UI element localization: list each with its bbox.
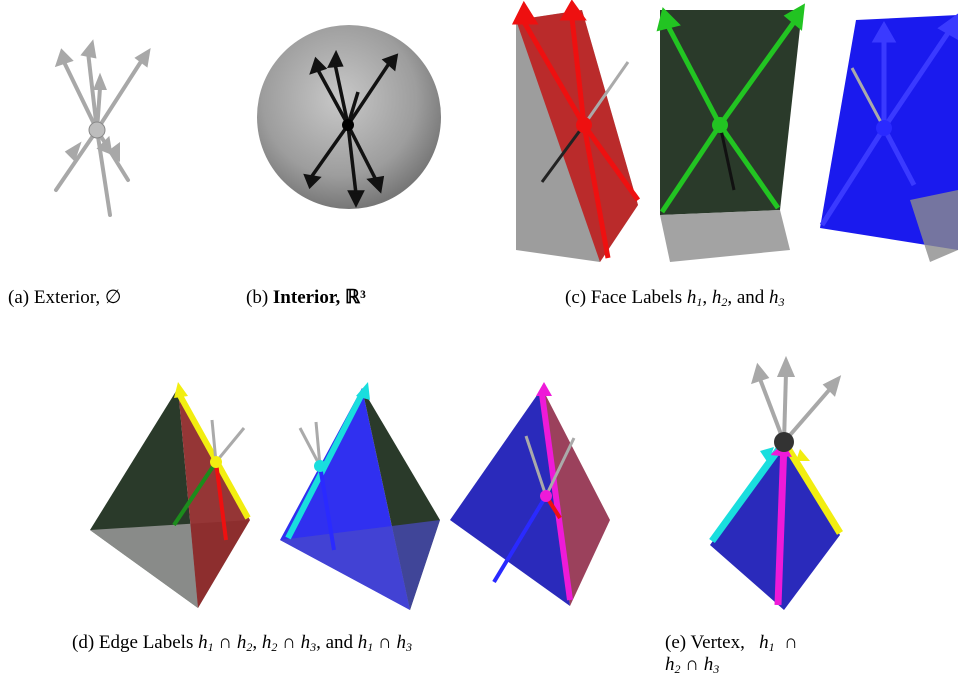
caption-d-var-3: h1	[357, 632, 374, 654]
caption-b-text: Interior, ℝ³	[272, 287, 366, 308]
edge-h2-h3	[280, 382, 440, 610]
caption-d: (d) Edge Labels h1 ∩ h2, h2 ∩ h3, and h1…	[72, 632, 412, 654]
caption-c-text: Face Labels	[590, 287, 683, 308]
edge-h1-h3	[450, 382, 610, 606]
caption-a-label: (a)	[8, 287, 30, 308]
face-h1-red	[511, 0, 641, 262]
caption-c-var-3: h3	[769, 287, 785, 309]
panel-c-faces	[510, 0, 958, 270]
panel-d-edges	[90, 370, 610, 610]
interior-illustration	[257, 25, 441, 209]
caption-e: (e) Vertex, h1 ∩ h2 ∩ h3	[665, 632, 798, 676]
caption-d-var-2: h2	[261, 632, 278, 654]
caption-d-var-1: h1	[198, 632, 214, 654]
caption-e-text: Vertex,	[690, 632, 745, 653]
caption-c-var-1: h1	[686, 287, 703, 309]
panel-e-vertex	[700, 355, 870, 620]
face-h2-green	[656, 3, 806, 262]
panel-a-exterior	[0, 0, 200, 250]
caption-a-text: Exterior, ∅	[33, 287, 122, 308]
vertex-illustration	[709, 355, 843, 610]
caption-a: (a) Exterior, ∅	[8, 287, 121, 309]
caption-c-label: (c)	[565, 287, 587, 308]
exterior-illustration	[54, 39, 151, 217]
caption-e-var: h1	[759, 632, 775, 654]
caption-c: (c) Face Labels h1, h2, and h3	[565, 287, 785, 309]
caption-b: (b) Interior, ℝ³	[246, 287, 366, 309]
caption-d-label: (d)	[72, 632, 95, 653]
caption-b-label: (b)	[246, 287, 269, 308]
edge-labels-illustration	[90, 382, 610, 610]
face-h3-blue	[819, 13, 958, 262]
edge-h1-h2	[90, 382, 251, 608]
caption-c-var-2: h2	[711, 287, 728, 309]
face-labels-illustration	[511, 0, 958, 262]
caption-d-text: Edge Labels	[98, 632, 194, 653]
panel-b-interior	[250, 10, 450, 230]
caption-e-label: (e)	[665, 632, 687, 653]
